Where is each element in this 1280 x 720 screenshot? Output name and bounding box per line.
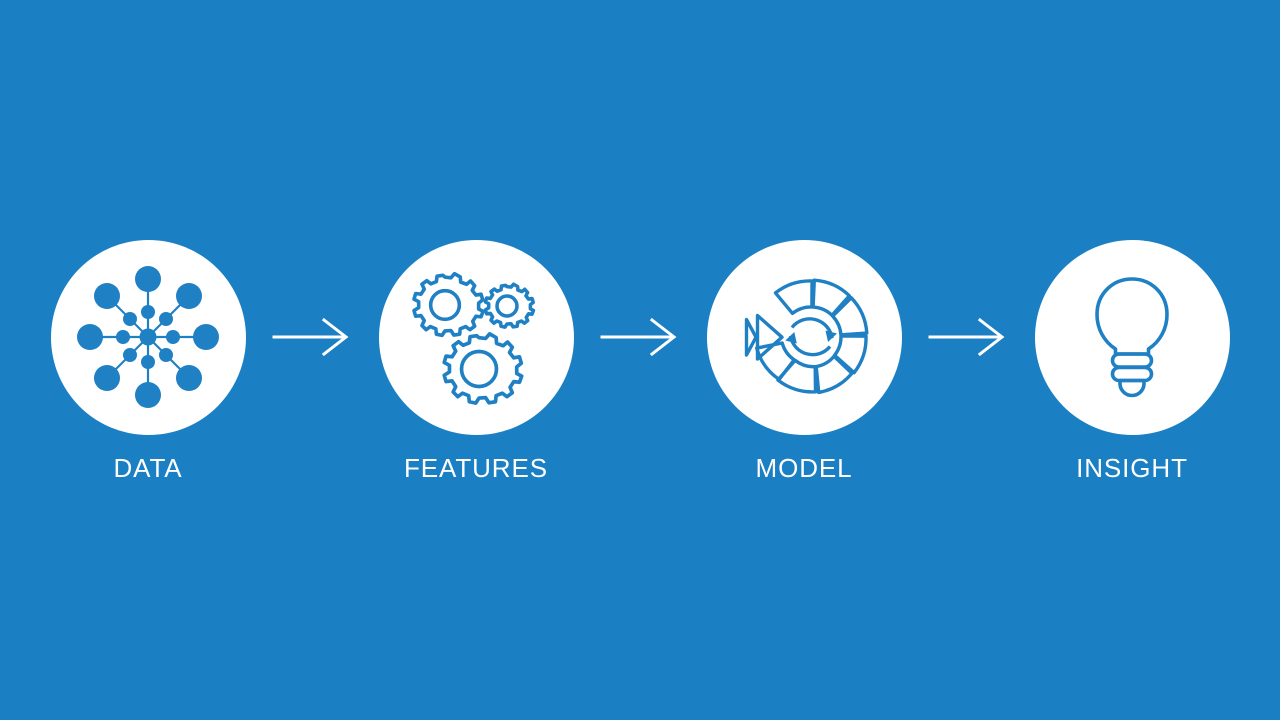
stage-data-label: DATA [113, 452, 183, 483]
connector-features-to-model [574, 240, 706, 435]
stage-insight-disc [1034, 239, 1230, 435]
stage-data[interactable]: DATA [50, 239, 246, 483]
arrow-right-icon [600, 317, 677, 357]
connector-model-to-insight [902, 240, 1034, 435]
stage-data-disc [50, 239, 246, 435]
play-triangles-icon [744, 313, 784, 361]
stage-model-label: MODEL [755, 452, 853, 483]
refresh-cycle-icon [788, 317, 834, 357]
segmented-ring-refresh-icon [744, 278, 869, 395]
stage-model[interactable]: MODEL [706, 239, 902, 483]
ring-segments [755, 278, 869, 395]
stage-features-disc [378, 239, 574, 435]
light-bulb-icon [1095, 277, 1169, 398]
gear-medium [442, 332, 524, 405]
refresh-arrowheads [785, 330, 837, 344]
stage-features[interactable]: FEATURES [378, 239, 574, 483]
arrow-right-icon [928, 317, 1005, 357]
stage-model-disc [706, 239, 902, 435]
stage-features-label: FEATURES [404, 452, 548, 483]
stage-insight-label: INSIGHT [1076, 452, 1188, 483]
stage-insight[interactable]: INSIGHT [1034, 239, 1230, 483]
gear-small [483, 282, 536, 329]
arrow-right-icon [272, 317, 349, 357]
gear-large [412, 271, 485, 338]
three-gears-icon [412, 271, 536, 405]
network-hub-nodes-icon [77, 266, 219, 408]
connector-data-to-features [246, 240, 378, 435]
